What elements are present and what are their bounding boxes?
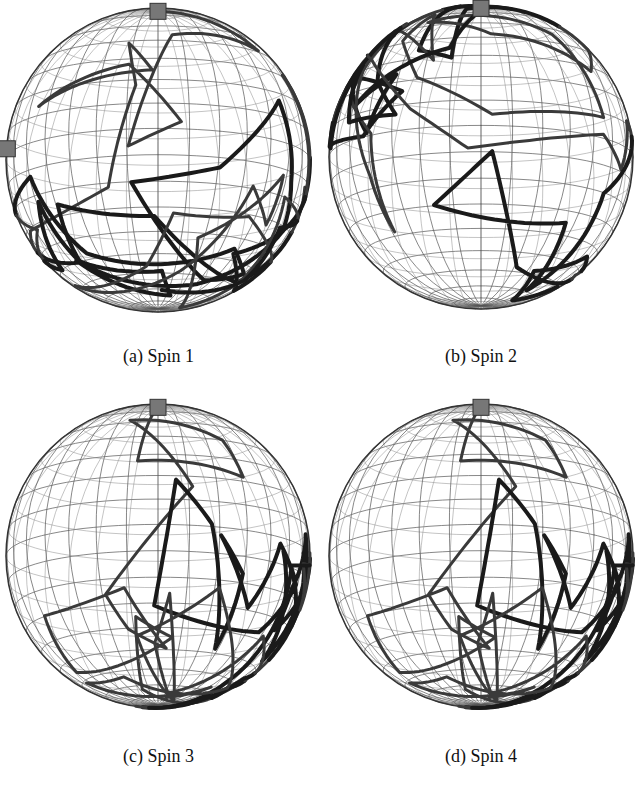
trajectory-path (162, 221, 298, 293)
marker-square (473, 399, 489, 415)
trajectory-path (331, 24, 407, 148)
longitude-line (398, 407, 625, 566)
sphere-outline (6, 404, 310, 708)
latitude-line (330, 524, 481, 553)
marker-square (473, 0, 489, 16)
longitude-line (487, 5, 513, 126)
trajectory-path (75, 175, 298, 308)
latitude-line (158, 207, 290, 239)
longitude-line (7, 94, 295, 309)
longitude-line (13, 407, 230, 690)
latitude-line (481, 577, 624, 609)
longitude-line (26, 415, 213, 706)
subfigure-caption: (d) Spin 4 (443, 746, 519, 767)
longitude-line (203, 411, 290, 540)
longitude-line (7, 490, 295, 705)
trajectory-path (15, 101, 292, 296)
trajectory-path (45, 407, 244, 703)
marker-square (0, 141, 15, 157)
marker-square (150, 399, 166, 415)
trajectory-path (434, 137, 632, 291)
latitude-line (481, 77, 624, 107)
longitude-line (330, 490, 618, 705)
latitude-line (9, 499, 158, 527)
longitude-line (336, 407, 553, 690)
longitude-line (349, 16, 536, 307)
trajectory-path (466, 565, 633, 708)
latitude-line (64, 26, 158, 41)
subfigure-caption: (c) Spin 3 (121, 746, 196, 767)
longitude-line (425, 8, 612, 173)
longitude-line (449, 5, 486, 309)
longitude-line (465, 405, 543, 585)
longitude-line (150, 8, 190, 191)
latitude-line (332, 499, 481, 527)
longitude-line (26, 407, 203, 702)
trajectory-path (395, 15, 603, 118)
longitude-line (45, 13, 197, 310)
latitude-line (158, 577, 301, 609)
latitude-line (349, 204, 481, 234)
longitude-line (102, 407, 289, 572)
trajectory-path (410, 588, 588, 701)
longitude-line (526, 411, 613, 540)
longitude-line (526, 12, 613, 141)
trajectory-path (368, 28, 401, 56)
trajectory-path (368, 407, 567, 703)
sphere-outline (329, 404, 633, 708)
longitude-line (425, 407, 612, 572)
subfigure-caption: (a) Spin 1 (121, 346, 196, 367)
longitude-line (142, 405, 220, 585)
longitude-line (349, 407, 526, 702)
trajectory-path (459, 706, 472, 707)
longitude-line (75, 407, 303, 566)
longitude-line (489, 188, 512, 309)
subfigure-caption: (b) Spin 2 (443, 346, 519, 367)
longitude-line (481, 5, 482, 309)
longitude-line (164, 8, 190, 129)
latitude-line (7, 524, 158, 553)
longitude-line (465, 6, 543, 186)
marker-square (150, 3, 166, 19)
trajectory-path (368, 56, 632, 170)
longitude-line (102, 11, 289, 176)
trajectory-path (143, 565, 310, 708)
latitude-line (15, 181, 158, 211)
trajectory-path (87, 588, 265, 701)
trajectory-path (300, 553, 310, 610)
trajectory-path (623, 553, 633, 610)
trajectory-path (136, 706, 149, 707)
trajectory-path (512, 257, 587, 301)
sphere-outline (329, 5, 633, 309)
trajectory-path (282, 75, 310, 197)
longitude-line (537, 173, 613, 299)
latitude-line (158, 181, 301, 213)
longitude-line (174, 9, 248, 134)
longitude-line (409, 147, 626, 306)
longitude-line (349, 415, 536, 706)
longitude-line (458, 6, 570, 183)
sphere-outline (6, 8, 310, 312)
longitude-line (158, 8, 159, 312)
